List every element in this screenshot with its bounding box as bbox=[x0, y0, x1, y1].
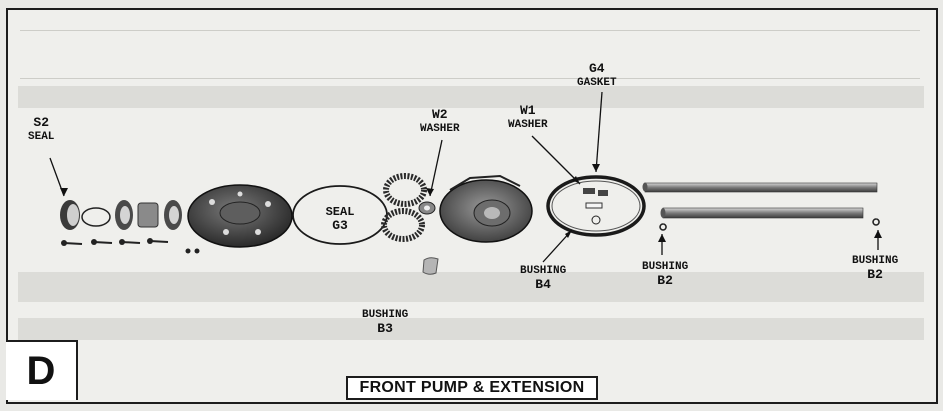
bleed-through-band bbox=[18, 318, 924, 340]
bolts-part bbox=[63, 240, 169, 245]
callout-name: BUSHING bbox=[362, 309, 409, 321]
bleed-through-rule bbox=[20, 78, 920, 79]
extension-shaft-lower bbox=[660, 207, 864, 219]
pump-body bbox=[439, 174, 533, 243]
callout-code: W1 bbox=[520, 103, 536, 118]
bolt-heads bbox=[61, 238, 200, 254]
callout-b2-left: BUSHING B2 bbox=[642, 260, 688, 288]
bushing-b3-part bbox=[422, 257, 439, 275]
pump-gear-rings bbox=[381, 173, 427, 242]
panel-letter-box: D bbox=[6, 340, 78, 400]
callout-code: G3 bbox=[332, 218, 348, 233]
callout-name: BUSHING bbox=[852, 255, 899, 267]
callout-b3: BUSHING B3 bbox=[362, 308, 408, 336]
callout-name: WASHER bbox=[508, 119, 548, 131]
callout-name: SEAL bbox=[28, 131, 55, 143]
bushing-b2-left-part bbox=[659, 223, 667, 231]
callout-name: WASHER bbox=[420, 123, 460, 135]
figure-caption: FRONT PUMP & EXTENSION bbox=[359, 379, 585, 396]
figure-caption-box: FRONT PUMP & EXTENSION bbox=[346, 376, 598, 400]
callout-code: S2 bbox=[33, 115, 49, 130]
rotor-parts bbox=[115, 200, 182, 230]
callout-code: B2 bbox=[867, 267, 883, 282]
callout-name: SEAL bbox=[325, 205, 355, 219]
extension-shaft-upper bbox=[642, 182, 878, 193]
seal-g3-ring bbox=[292, 185, 388, 245]
callout-w1: W1 WASHER bbox=[508, 104, 548, 132]
bleed-through-band bbox=[18, 272, 924, 302]
callout-code: B2 bbox=[657, 273, 673, 288]
callout-b2-right: BUSHING B2 bbox=[852, 254, 898, 282]
callout-code: B4 bbox=[535, 277, 551, 292]
callout-name: GASKET bbox=[577, 77, 617, 89]
callout-w2: W2 WASHER bbox=[420, 108, 460, 136]
seal-s2-part bbox=[60, 200, 80, 230]
leader-arrowheads bbox=[60, 164, 882, 242]
o-ring-part bbox=[81, 207, 111, 227]
washer-w1-gasket-g4-part bbox=[546, 175, 646, 237]
bleed-through-band bbox=[18, 86, 924, 108]
callout-code: G4 bbox=[589, 61, 605, 76]
callout-code: W2 bbox=[432, 107, 448, 122]
washer-w2-part bbox=[418, 201, 436, 215]
callout-name: BUSHING bbox=[520, 265, 567, 277]
bushing-b2-right-part bbox=[872, 218, 880, 226]
callout-g3: SEAL G3 bbox=[310, 205, 370, 233]
panel-letter: D bbox=[26, 348, 56, 393]
callout-s2: S2 SEAL bbox=[28, 116, 54, 144]
pump-cover-plate bbox=[187, 184, 293, 248]
callout-b4: BUSHING B4 bbox=[520, 264, 566, 292]
callout-g4: G4 GASKET bbox=[577, 62, 617, 90]
bleed-through-rule bbox=[20, 30, 920, 31]
callout-code: B3 bbox=[377, 321, 393, 336]
callout-name: BUSHING bbox=[642, 261, 689, 273]
